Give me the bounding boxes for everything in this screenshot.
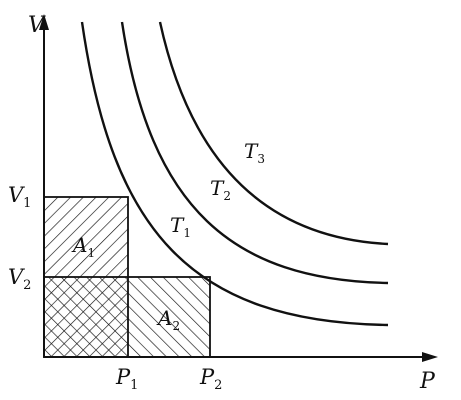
v1-label: V1 bbox=[8, 183, 31, 211]
a1-label: A1 bbox=[71, 233, 95, 260]
x-axis bbox=[44, 352, 438, 362]
t2-label: T2 bbox=[210, 176, 231, 203]
t1-label: T1 bbox=[170, 213, 191, 240]
a2-label: A2 bbox=[156, 306, 180, 333]
isotherm-t1-curve bbox=[80, 21, 389, 327]
t3-label: T3 bbox=[244, 139, 265, 166]
isotherm-t2-curve bbox=[120, 21, 389, 285]
p2-label: P2 bbox=[199, 365, 222, 393]
p1-label: P1 bbox=[115, 365, 138, 393]
x-axis-label: P bbox=[419, 369, 436, 394]
isotherm-t3-curve bbox=[158, 21, 389, 246]
v2-label: V2 bbox=[8, 265, 31, 293]
area-a2-region bbox=[43, 276, 211, 358]
y-axis-label: V bbox=[28, 13, 46, 38]
y-axis bbox=[39, 14, 49, 357]
